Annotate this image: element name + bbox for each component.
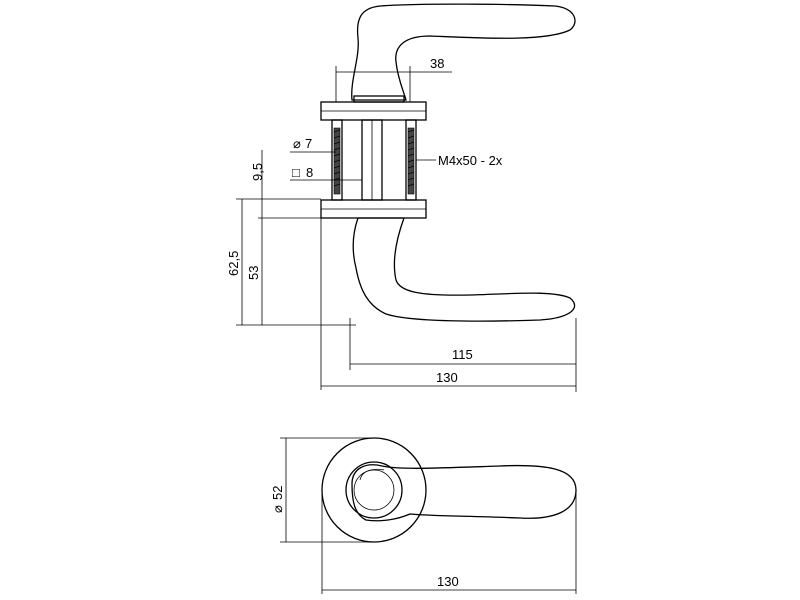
- rose-inner: [345, 461, 403, 519]
- top-view: [280, 437, 577, 594]
- diameter-symbol: ⌀: [293, 136, 301, 151]
- square-symbol: □: [292, 165, 300, 180]
- rose-outer: [321, 437, 427, 543]
- dim-bore-diameter: 7: [305, 136, 312, 151]
- dim-spindle-square: 8: [306, 165, 313, 180]
- dim-height-lever: 53: [246, 266, 261, 280]
- dim-overall-length-top: 130: [437, 574, 459, 589]
- upper-lever: [351, 3, 576, 101]
- diameter-symbol-top: ⌀: [270, 505, 285, 513]
- dim-top-width: 38: [430, 56, 444, 71]
- dim-lever-length: 115: [452, 347, 473, 362]
- dim-rose-diameter: 52: [270, 486, 285, 500]
- lower-lever: [352, 217, 576, 322]
- dim-rose-offset: 9,5: [250, 163, 265, 181]
- upper-neck: [353, 95, 405, 103]
- side-view: [236, 3, 577, 392]
- screw-left-thread: [333, 127, 341, 195]
- dim-height-total: 62,5: [226, 251, 241, 276]
- dim-overall-length-side: 130: [436, 370, 458, 385]
- screw-right-thread: [407, 127, 415, 195]
- top-lever: [351, 464, 577, 522]
- dim-screws: M4x50 - 2x: [438, 153, 503, 168]
